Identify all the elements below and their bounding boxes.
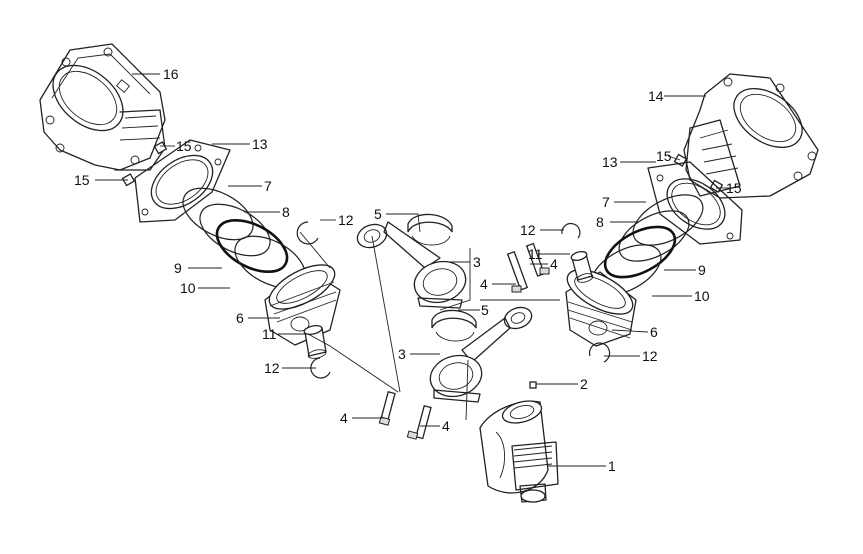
callout-7-right: 7 [602,194,610,210]
rod-bolt-left-1 [378,390,396,426]
crankshaft [479,400,559,503]
crankshaft-key [529,381,537,389]
callout-3-upper: 3 [473,254,481,270]
callout-14: 14 [648,88,664,104]
left-piston-clip-lower [310,357,331,379]
callout-15-upper-right: 15 [656,148,672,164]
left-dowel-pin-lower [121,173,136,187]
callout-3-lower: 3 [398,346,406,362]
left-piston-ring-top [182,187,254,241]
callout-4-upper-right-b: 4 [480,276,488,292]
callout-16: 16 [163,66,179,82]
right-cylinder-gasket [647,161,743,245]
left-cylinder-gasket [134,139,231,223]
right-piston-clip-upper [561,222,581,239]
callout-5-lower: 5 [481,302,489,318]
rod-bearing-lower [431,309,477,342]
callout-15-lower-left: 15 [74,172,90,188]
callout-6-right: 6 [650,324,658,340]
callout-10-right: 10 [694,288,710,304]
right-piston-pin [570,250,594,283]
callout-12-upper-left: 12 [338,212,354,228]
right-piston-clip-lower [588,342,611,363]
left-oil-ring [215,218,289,274]
callout-7-left: 7 [264,178,272,194]
callout-12-upper-right: 12 [520,222,536,238]
callout-9-right: 9 [698,262,706,278]
callout-4-lower-left: 4 [340,410,348,426]
callout-9-left: 9 [174,260,182,276]
callout-1: 1 [608,458,616,474]
left-cylinder [39,43,166,171]
right-piston [565,269,637,347]
rod-bolt-right-1 [506,250,529,293]
callout-11-left: 11 [262,326,277,342]
right-piston-ring-top [632,194,704,246]
callout-13-left: 13 [252,136,268,152]
callout-12-lower-right: 12 [642,348,658,364]
right-oil-ring [603,225,677,279]
callout-4-upper-right-a: 4 [550,256,558,272]
callout-15-upper-left: 15 [176,138,192,154]
callout-5-upper: 5 [374,206,382,222]
left-piston [264,264,341,346]
callout-4-lower-middle: 4 [442,418,450,434]
callout-10-left: 10 [180,280,196,296]
callout-8-left: 8 [282,204,290,220]
rod-bolt-left-2 [406,404,432,440]
rod-bearing-upper [407,213,453,246]
connecting-rod-upper [356,221,467,309]
callout-2: 2 [580,376,588,392]
callout-6-left: 6 [236,310,244,326]
callout-11-right: 11 [528,246,543,262]
callout-13-right: 13 [602,154,618,170]
left-dowel-pin-upper [153,141,168,155]
right-cylinder [683,73,819,199]
right-piston-ring-second [618,210,690,262]
connecting-rod-lower [429,306,533,403]
rod-bolt-right-2 [525,242,550,277]
left-piston-clip-upper [296,221,319,245]
callout-8-right: 8 [596,214,604,230]
callout-12-lower-left: 12 [264,360,280,376]
left-piston-ring-second [199,203,271,257]
leader-lines [95,73,730,467]
callout-15-lower-right: 15 [726,180,742,196]
